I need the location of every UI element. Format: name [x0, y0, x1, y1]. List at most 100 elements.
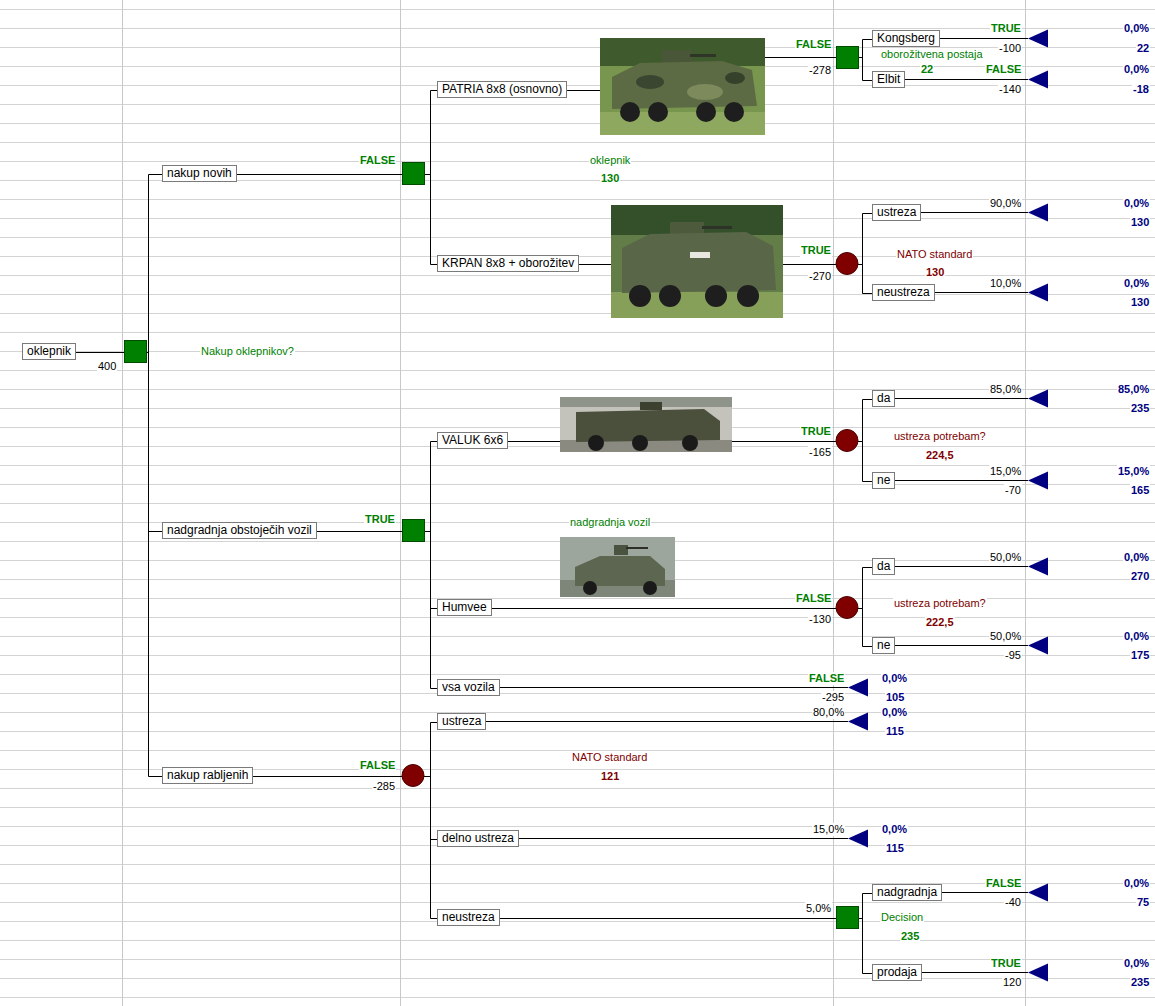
- chance-label: NATO standard: [896, 248, 973, 261]
- patria-photo: [725, 72, 745, 84]
- terminal-value: 235: [1130, 402, 1150, 415]
- decision-value: 22: [920, 63, 934, 76]
- decision-square: [403, 520, 425, 542]
- branch-box: nadgradnja obstoječih vozil: [162, 522, 317, 539]
- branch-line: [500, 919, 872, 974]
- krpan-photo: [611, 205, 783, 318]
- terminal-value: -18: [1132, 83, 1150, 96]
- branch-name: neustreza: [442, 910, 495, 924]
- grid-line: [0, 85, 1155, 86]
- branch-value: 10,0%: [989, 277, 1022, 290]
- branch-name: delno ustreza: [442, 831, 514, 845]
- branch-name: da: [877, 391, 890, 405]
- terminal-triangle: [848, 30, 1048, 982]
- grid-line: [0, 9, 1155, 10]
- krpan-photo: [659, 285, 681, 307]
- grid-line: [0, 674, 1155, 675]
- terminal-value: 130: [1130, 216, 1150, 229]
- grid-line: [0, 294, 1155, 295]
- grid-line: [0, 940, 1155, 941]
- branch-name: VALUK 6x6: [442, 433, 503, 447]
- grid-line: [0, 389, 1155, 390]
- branch-name: prodaja: [877, 965, 917, 979]
- decision-label: oklepnik: [589, 154, 631, 167]
- grid-line: [0, 351, 1155, 352]
- terminal-value: 130: [1130, 296, 1150, 309]
- branch-box: neustreza: [437, 909, 500, 926]
- terminal-value: 75: [1136, 896, 1150, 909]
- branch-name: nadgradnja: [877, 885, 937, 899]
- branch-box: prodaja: [872, 964, 922, 981]
- branch-box: delno ustreza: [437, 830, 519, 847]
- valuk-photo: [682, 435, 698, 451]
- chance-circle: [402, 253, 858, 787]
- humvee-photo: [626, 547, 648, 549]
- branch-name: nakup rabljenih: [167, 768, 248, 782]
- branch-name: PATRIA 8x8 (osnovno): [442, 82, 562, 96]
- krpan-photo: [629, 285, 651, 307]
- chance-circle: [836, 253, 858, 275]
- grid-column-line: [833, 0, 834, 1006]
- grid-line: [0, 807, 1155, 808]
- krpan-photo: [611, 205, 783, 318]
- branch-box: Elbit: [872, 71, 905, 88]
- branch-value: -140: [998, 83, 1022, 96]
- terminal-value: 22: [1136, 42, 1150, 55]
- grid-line: [0, 10, 1155, 998]
- branch-box: oklepnik: [22, 343, 76, 360]
- branch-box: PATRIA 8x8 (osnovno): [437, 81, 567, 98]
- grid-column-line: [123, 0, 1026, 1006]
- decision-value: TRUE: [800, 244, 832, 257]
- branch-value: -278: [808, 64, 832, 77]
- terminal-value: 0,0%: [1123, 630, 1150, 643]
- grid-line: [0, 636, 1155, 637]
- terminal-triangle: [848, 830, 868, 848]
- branch-value: -270: [808, 270, 832, 283]
- branch-value: -40: [1004, 896, 1022, 909]
- chance-label: NATO standard: [571, 751, 648, 764]
- krpan-photo: [705, 285, 727, 307]
- grid-line: [0, 617, 1155, 618]
- branch-name: nakup novih: [167, 166, 232, 180]
- decision-value: TRUE: [364, 513, 396, 526]
- branch-line: [492, 609, 872, 647]
- terminal-triangle: [1028, 284, 1048, 302]
- decision-value: TRUE: [990, 957, 1022, 970]
- branch-name: ne: [877, 473, 890, 487]
- terminal-triangle: [1028, 71, 1048, 89]
- chance-value: 121: [600, 770, 620, 783]
- grid-line: [0, 332, 1155, 333]
- branch-line: [76, 353, 162, 532]
- chance-circle: [836, 430, 858, 452]
- branch-name: neustreza: [877, 285, 930, 299]
- branch-value: 80,0%: [812, 706, 845, 719]
- branch-value: 50,0%: [989, 551, 1022, 564]
- decision-value: FALSE: [985, 63, 1022, 76]
- grid-line: [0, 845, 1155, 846]
- terminal-triangle: [1028, 964, 1048, 982]
- terminal-line: [874, 645, 1028, 646]
- branch-value: 5,0%: [805, 902, 832, 915]
- humvee-photo: [583, 581, 597, 595]
- terminal-value: 0,0%: [881, 706, 908, 719]
- decision-square: [403, 163, 425, 185]
- terminal-value: 85,0%: [1117, 383, 1150, 396]
- chance-label: ustreza potrebam?: [893, 597, 987, 610]
- branch-line: [317, 442, 437, 532]
- branch-line: [76, 353, 162, 777]
- valuk-photo: [588, 435, 604, 451]
- decision-value: FALSE: [985, 877, 1022, 890]
- terminal-value: 0,0%: [1123, 957, 1150, 970]
- decision-label: Decision: [880, 911, 924, 924]
- valuk-photo: [560, 397, 732, 452]
- grid-column-line: [1025, 0, 1026, 1006]
- valuk-photo: [560, 397, 732, 452]
- branch-name: ne: [877, 638, 890, 652]
- patria-photo: [636, 75, 664, 89]
- grid-column-line: [122, 0, 123, 1006]
- terminal-triangle: [1028, 472, 1048, 490]
- branch-name: ustreza: [442, 714, 481, 728]
- terminal-triangle: [1028, 30, 1048, 48]
